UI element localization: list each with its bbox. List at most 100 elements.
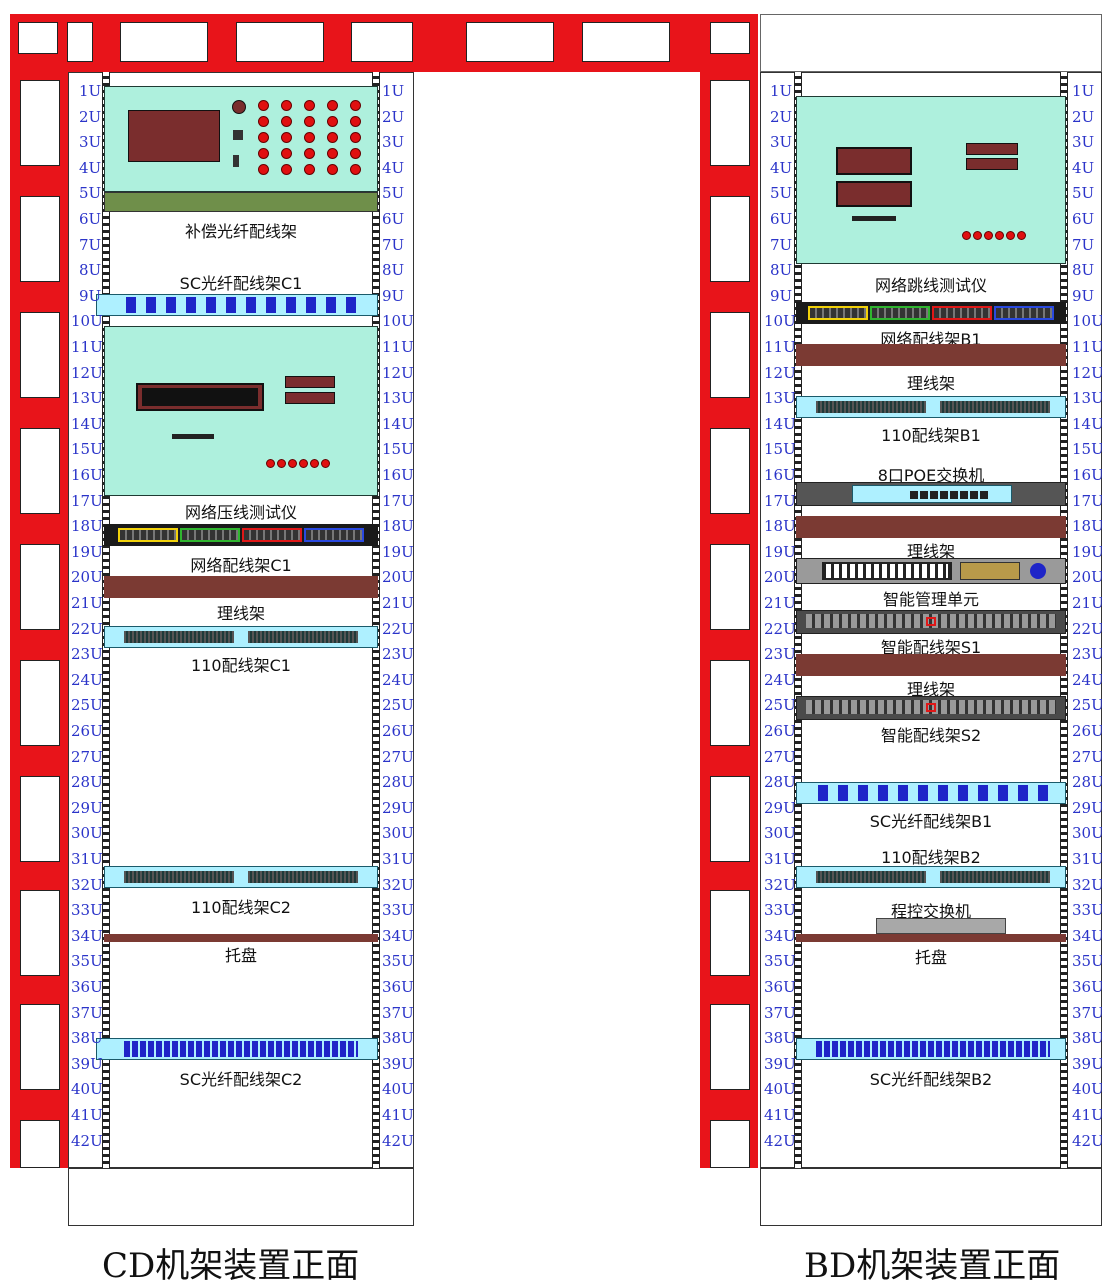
sc-port-block [246,297,256,313]
indicator-dot [962,231,971,240]
unit-label: 31U [382,850,414,868]
cd-net-patch-green [180,528,240,542]
unit-label: 35U [71,952,103,970]
unit-label: 27U [71,748,103,766]
unit-label: 33U [382,901,414,919]
unit-label: 20U [1072,568,1102,586]
compensation-port-dot [327,132,338,143]
unit-label: 36U [71,978,103,996]
unit-label: 30U [71,824,103,842]
unit-label: 28U [71,773,103,791]
unit-label: 22U [1072,620,1102,638]
beam-cutout [351,22,413,62]
unit-label: 2U [770,108,793,126]
unit-label: 1U [1072,82,1095,100]
unit-label: 16U [1072,466,1102,484]
post-window [20,1004,60,1090]
unit-label: 3U [79,133,102,151]
compensation-port-dot [304,132,315,143]
bd-net-jump-port [836,181,912,207]
unit-label: 27U [764,748,796,766]
unit-label: 32U [764,876,796,894]
unit-label: 23U [71,645,103,663]
device-label: 补偿光纤配线架 [184,222,297,241]
unit-label: 3U [382,133,405,151]
compensation-port-dot [304,100,315,111]
bd-cable-manager-1 [796,344,1066,366]
unit-label: 36U [764,978,796,996]
sc-port-block [166,297,176,313]
sc-port-block [206,297,216,313]
unit-label: 17U [764,492,796,510]
device-label: SC光纤配线架B1 [869,812,993,831]
post-window [710,428,750,514]
unit-label: 11U [764,338,796,356]
unit-label: 21U [764,594,796,612]
compensation-port-dot [258,132,269,143]
unit-label: 41U [382,1106,414,1124]
unit-label: 25U [71,696,103,714]
bd-net-patch-blue [994,306,1054,320]
indicator-dot [321,459,330,468]
unit-label: 14U [382,415,414,433]
sc-port-block [998,785,1008,801]
compensation-port-dot [327,148,338,159]
bd-110-b1-block [816,401,926,413]
compensation-port-dot [327,164,338,175]
unit-label: 35U [764,952,796,970]
unit-label: 26U [71,722,103,740]
compensation-port-dot [350,164,361,175]
compensation-port-dot [327,100,338,111]
bd-sc-b2-ports [816,1041,1050,1057]
unit-label: 1U [770,82,793,100]
cd-compensation-port [233,155,239,167]
cd-cable-manager [104,576,378,598]
compensation-port-dot [350,116,361,127]
device-label: 网络配线架C1 [190,556,292,575]
post-window [20,660,60,746]
unit-label: 2U [1072,108,1095,126]
unit-label: 29U [382,799,414,817]
post-window [710,544,750,630]
unit-label: 19U [382,543,414,561]
unit-label: 30U [1072,824,1102,842]
device-label: 110配线架B2 [881,848,981,867]
unit-label: 24U [764,671,796,689]
device-label: 智能管理单元 [882,590,979,609]
cd-compensation-screen [128,110,220,162]
device-label: 智能配线架S1 [880,638,982,657]
cd-net-press-led-row [172,434,214,439]
unit-label: 34U [1072,927,1102,945]
device-label: 理线架 [906,542,955,561]
device-label: SC光纤配线架C2 [179,1070,303,1089]
unit-label: 26U [764,722,796,740]
sc-port-block [186,297,196,313]
compensation-port-dot [281,116,292,127]
bd-net-jump-port [836,147,912,175]
sc-port-block [938,785,948,801]
unit-label: 9U [382,287,405,305]
sc-port-block [918,785,928,801]
unit-label: 20U [764,568,796,586]
cd-net-press-port [285,376,335,388]
device-label: 理线架 [906,680,955,699]
unit-label: 16U [382,466,414,484]
cd-net-patch-blue [304,528,364,542]
unit-label: 28U [1072,773,1102,791]
unit-label: 13U [764,389,796,407]
unit-label: 23U [382,645,414,663]
unit-label: 4U [1072,159,1095,177]
bd-pbx-unit [876,918,1006,934]
unit-label: 38U [764,1029,796,1047]
unit-label: 24U [71,671,103,689]
post-window [710,1004,750,1090]
unit-label: 32U [1072,876,1102,894]
sc-port-block [306,297,316,313]
unit-label: 37U [1072,1004,1102,1022]
sc-port-block [266,297,276,313]
unit-label: 1U [382,82,405,100]
sc-port-block [878,785,888,801]
post-window [20,1120,60,1168]
bd-smart-patch-s1-ports [806,614,1056,628]
unit-label: 23U [1072,645,1102,663]
